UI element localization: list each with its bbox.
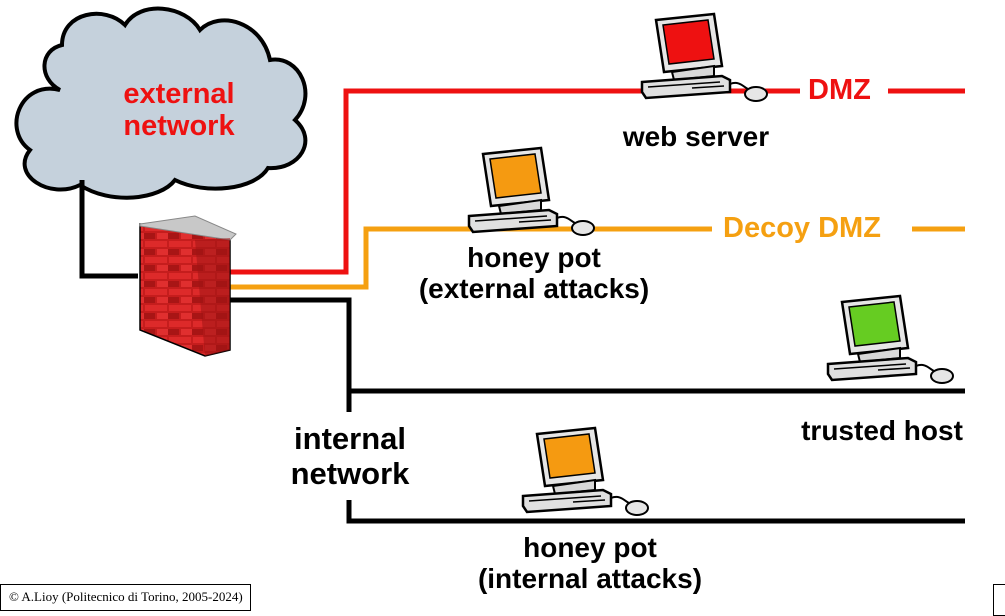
internal-network-label-line1: internal xyxy=(294,421,406,456)
honey-pot-internal-label-line1: honey pot xyxy=(523,532,657,563)
honey-pot-external-label-line2: (external attacks) xyxy=(418,273,650,305)
trusted-host-icon xyxy=(826,294,955,385)
honey-pot-internal-icon xyxy=(521,426,650,517)
web-server-label: web server xyxy=(622,121,770,152)
internal-line-bottom xyxy=(346,500,965,524)
firewall-icon xyxy=(139,215,237,357)
external-network-label: external network xyxy=(104,78,254,143)
trusted-host-label: trusted host xyxy=(801,415,963,446)
decoy-dmz-label: Decoy DMZ xyxy=(715,214,889,243)
decoy-dmz-line xyxy=(228,226,712,290)
internal-line-top xyxy=(228,297,965,394)
dmz-label: DMZ xyxy=(800,76,879,105)
external-link-line xyxy=(79,180,138,279)
external-network-label-line2: network xyxy=(123,110,235,143)
connection-lines xyxy=(79,88,965,524)
honey-pot-external-label-line1: honey pot xyxy=(467,242,601,273)
page-number-box xyxy=(993,584,1005,616)
copyright-footer: © A.Lioy (Politecnico di Torino, 2005-20… xyxy=(0,584,251,611)
honey-pot-external-icon xyxy=(467,146,596,237)
dmz-line xyxy=(228,88,800,275)
web-server-icon xyxy=(640,12,769,103)
honey-pot-external-label: honey pot (external attacks) xyxy=(384,242,684,305)
external-network-label-line1: external xyxy=(123,78,235,110)
honey-pot-internal-label: honey pot (internal attacks) xyxy=(440,532,740,595)
internal-network-label-line2: network xyxy=(290,455,410,491)
honey-pot-internal-label-line2: (internal attacks) xyxy=(477,563,703,595)
internal-network-label: internal network xyxy=(270,421,430,491)
external-network-cloud xyxy=(14,6,308,200)
